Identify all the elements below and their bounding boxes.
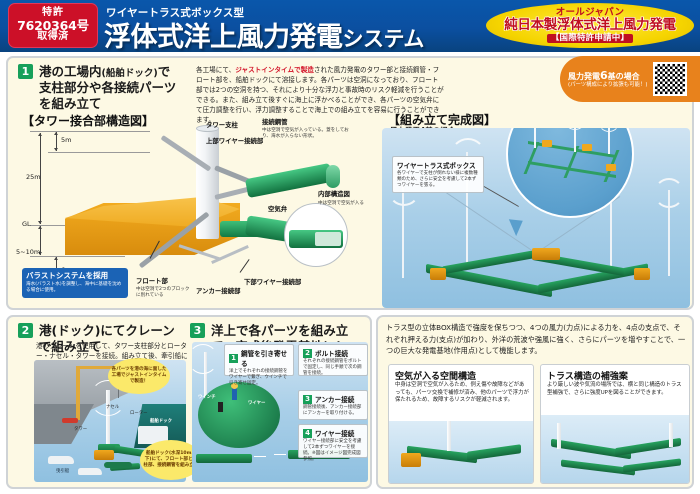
patent-label-line1: 特許 — [42, 7, 64, 19]
page-title-main: 浮体式洋上風力発電 — [104, 22, 343, 52]
label-inner-structure-sub: 中は空洞で空気が入る — [318, 201, 364, 206]
scale-label-5m: 5m — [61, 136, 72, 144]
step3-item-1-number: 1 — [229, 353, 238, 363]
step1-title-l2: 支柱部分や各接続パーツ — [39, 79, 177, 95]
alljapan-line1: オールジャパン — [555, 7, 625, 19]
patent-status: 取得済 — [37, 31, 69, 43]
label-inner-structure: 内部構造図 — [318, 190, 350, 198]
label-air-valve: 空気弁 — [268, 205, 288, 213]
alljapan-line2: 純日本製浮体式洋上風力発電 — [504, 17, 676, 34]
step1-body-emphasis: ジャストインタイムで製造 — [235, 66, 314, 74]
step3-item-2-number: 2 — [303, 348, 312, 358]
step3-item-1-body: 洋上でそれぞれの接続鋼管をワイヤーで繋ぎ、ウインチで引き寄せ固定。 — [229, 369, 288, 387]
alljapan-badge: オールジャパン 純日本製浮体式洋上風力発電 【国際特許申請中】 — [486, 3, 694, 48]
step3-item-3-body: 鋼管接続後、アンカー接続部にアンカーを取り付ける。 — [303, 405, 362, 417]
step3-item-2-title: ボルト接続 — [315, 350, 348, 358]
step3-item-1-head: 1 鋼管を引き寄せる — [229, 348, 289, 368]
label-steel-pipe-sub: 中は空洞で空気が入っている。蓋をしており、海水が入らない形状。 — [262, 128, 349, 140]
six-unit-bubble — [506, 128, 634, 218]
patent-badge: 特許 7620364号 取得済 — [8, 3, 98, 48]
six-unit-post: 基の場合 — [607, 71, 640, 81]
step1-body-pre: 各工場にて、 — [196, 66, 236, 74]
page-title: 浮体式洋上風力発電システム — [104, 15, 424, 52]
step3-item-4-number: 4 — [303, 428, 312, 438]
scale-label-gl: GL — [22, 220, 31, 228]
label-anchor-joint: アンカー接続部 — [196, 287, 241, 295]
alljapan-line3: 【国際特許申請中】 — [546, 33, 634, 43]
label-wire: ワイヤー — [248, 401, 266, 406]
step3-item-1: 1 鋼管を引き寄せる 洋上でそれぞれの接続鋼管をワイヤーで繋ぎ、ウインチで引き寄… — [224, 344, 294, 386]
scale-label-5-10m: 5~10m — [16, 248, 41, 256]
step3-item-4: 4 ワイヤー接続 ワイヤー接続部に安全を考慮して2本ずつワイヤーを接続。※図はイ… — [298, 424, 368, 462]
label-tugboat: 曳引船 — [56, 469, 70, 474]
tower-diagram-title: 【タワー接合部構造図】 — [22, 114, 155, 128]
title-kicker: ワイヤートラス式ボックス型 — [106, 7, 245, 19]
step2-number: 2 — [18, 323, 33, 338]
six-unit-tab-text: 風力発電6基の場合 (パーツ構成により拡張も可能！) — [568, 68, 648, 89]
step3-item-4-title: ワイヤー接続 — [315, 430, 355, 438]
step2-title: 港(ドック)にてクレーンで組み立て — [39, 323, 175, 354]
page-title-suffix: システム — [342, 27, 425, 51]
wire-truss-box-card: ワイヤートラス式ボックス 各ワイヤーで支柱が倒れない様に複数種類のため、さらに安… — [392, 156, 484, 194]
patent-number: 7620364号 — [17, 17, 89, 33]
assembly-title: 【組み立て完成図】 — [388, 113, 497, 127]
step3-item-3: 3 アンカー接続 鋼管接続後、アンカー接続部にアンカーを取り付ける。 — [298, 390, 368, 420]
label-lower-wire-joint: 下部ワイヤー接続部 — [244, 278, 302, 286]
tower-illustration — [60, 125, 350, 300]
ballast-note-title: バラストシステムを採用 — [26, 271, 109, 280]
step3-item-2-body: それぞれの接続鋼管をボルトで固定し、同じ手順で次の鋼管を接続。 — [303, 359, 362, 377]
mini1-title: 空気が入る空間構造 — [395, 372, 477, 382]
step1-body-post: された風力発電のタワー部と接続鋼管・フロート部を、船舶ドックにて溶接します。各パ… — [196, 66, 444, 125]
step1-title-l1t: で — [157, 64, 171, 79]
six-unit-tab: 風力発電6基の場合 (パーツ構成により拡張も可能！) — [560, 56, 700, 102]
step1-number: 1 — [18, 64, 33, 79]
step2-header: 2 港(ドック)にてクレーンで組み立て — [18, 323, 186, 354]
step2-bubble-1: 各パーツを港の海に面した工場でジャストインタイムで製造！ — [108, 358, 170, 394]
step3-item-1-title: 鋼管を引き寄せる — [241, 350, 288, 368]
label-float-sub: 中は空洞で2つのブロックに別れている — [136, 287, 190, 299]
step1-header: 1 港の工場内(船舶ドック)で 支柱部分や各接続パーツ を組み立て — [18, 64, 188, 111]
step3-item-3-head: 3 アンカー接続 — [303, 394, 363, 404]
step1-title: 港の工場内(船舶ドック)で 支柱部分や各接続パーツ を組み立て — [39, 64, 176, 111]
truss-description: トラス型の立体BOX構造で強度を保ちつつ、4つの風力(力点)による力を、4点の支… — [386, 323, 686, 356]
step3-item-2-head: 2 ボルト接続 — [303, 348, 363, 358]
label-upper-wire-joint: 上部ワイヤー接続部 — [206, 137, 264, 145]
ballast-note-body: 海水(バラスト水)を調整し、海中に基礎を沈める場合に使用。 — [26, 282, 122, 293]
mini1-body: 中身は空洞で空気が入るため、例え傷や故障などがあっても、パーツ交換で補修が済み、… — [395, 382, 529, 404]
six-unit-pre: 風力発電 — [568, 71, 600, 81]
label-steel-pipe: 接続鋼管 — [262, 118, 288, 126]
poster-header: 特許 7620364号 取得済 ワイヤートラス式ボックス型 浮体式洋上風力発電シ… — [0, 0, 700, 52]
label-winch: ウインチ — [198, 395, 216, 400]
label-ship-dock: 船舶ドック — [150, 419, 172, 424]
label-nacelle: ナセル — [106, 405, 120, 410]
step3-item-4-head: 4 ワイヤー接続 — [303, 428, 363, 438]
mini2-body: より厳しい波や気流の場所では、横と同じ構造のトラス型補強で、さらに強度UPを図る… — [547, 382, 682, 396]
step1-body: 各工場にて、ジャストインタイムで製造された風力発電のタワー部と接続鋼管・フロート… — [196, 65, 444, 125]
step1-title-l3: を組み立て — [39, 95, 102, 111]
step3-item-3-number: 3 — [303, 394, 312, 404]
label-tower: タワー — [74, 427, 88, 432]
six-unit-tab-line2: (パーツ構成により拡張も可能！) — [568, 82, 648, 89]
step1-title-l1s: (船舶ドック) — [101, 68, 158, 79]
mini-panel-truss-reinforce: トラス構造の補強案 より厳しい波や気流の場所では、横と同じ構造のトラス型補強で、… — [540, 364, 690, 484]
label-tower-column: タワー支柱 — [206, 121, 238, 129]
label-rotor: ローター — [130, 411, 148, 416]
step3-number: 3 — [190, 323, 205, 338]
step3-item-4-body: ワイヤー接続部に安全を考慮して2本ずつワイヤーを接続。※図はイメージ図完成図参照… — [303, 439, 362, 463]
assembly-illustration: ワイヤートラス式ボックス 各ワイヤーで支柱が倒れない様に複数種類のため、さらに安… — [382, 128, 690, 308]
label-float: フロート部 — [136, 277, 168, 285]
ballast-note: バラストシステムを採用 海水(バラスト水)を調整し、海中に基礎を沈める場合に使用… — [22, 268, 128, 298]
scale-label-25m: 25m — [26, 173, 41, 181]
mini-panel-air-structure: 空気が入る空間構造 中身は空洞で空気が入るため、例え傷や故障などがあっても、パー… — [388, 364, 534, 484]
step2-bubble-2: 船舶ドック(水深10m以下)にて、フロート部と支柱部、接続鋼管を組み立て — [140, 440, 202, 480]
mini2-title: トラス構造の補強案 — [547, 372, 628, 382]
wire-truss-box-sub: 各ワイヤーで支柱が倒れない様に複数種類のため、さらに安全を考慮して2本ずつワイヤ… — [397, 171, 478, 189]
step3-item-3-title: アンカー接続 — [315, 396, 355, 404]
wire-truss-box-title: ワイヤートラス式ボックス — [397, 162, 476, 170]
step3-item-2: 2 ボルト接続 それぞれの接続鋼管をボルトで固定し、同じ手順で次の鋼管を接続。 — [298, 344, 368, 376]
qr-code-icon[interactable] — [653, 62, 688, 96]
six-unit-tab-line1: 風力発電6基の場合 — [568, 68, 647, 83]
six-unit-num: 6 — [600, 68, 608, 82]
step1-title-l1: 港の工場内 — [39, 64, 102, 79]
